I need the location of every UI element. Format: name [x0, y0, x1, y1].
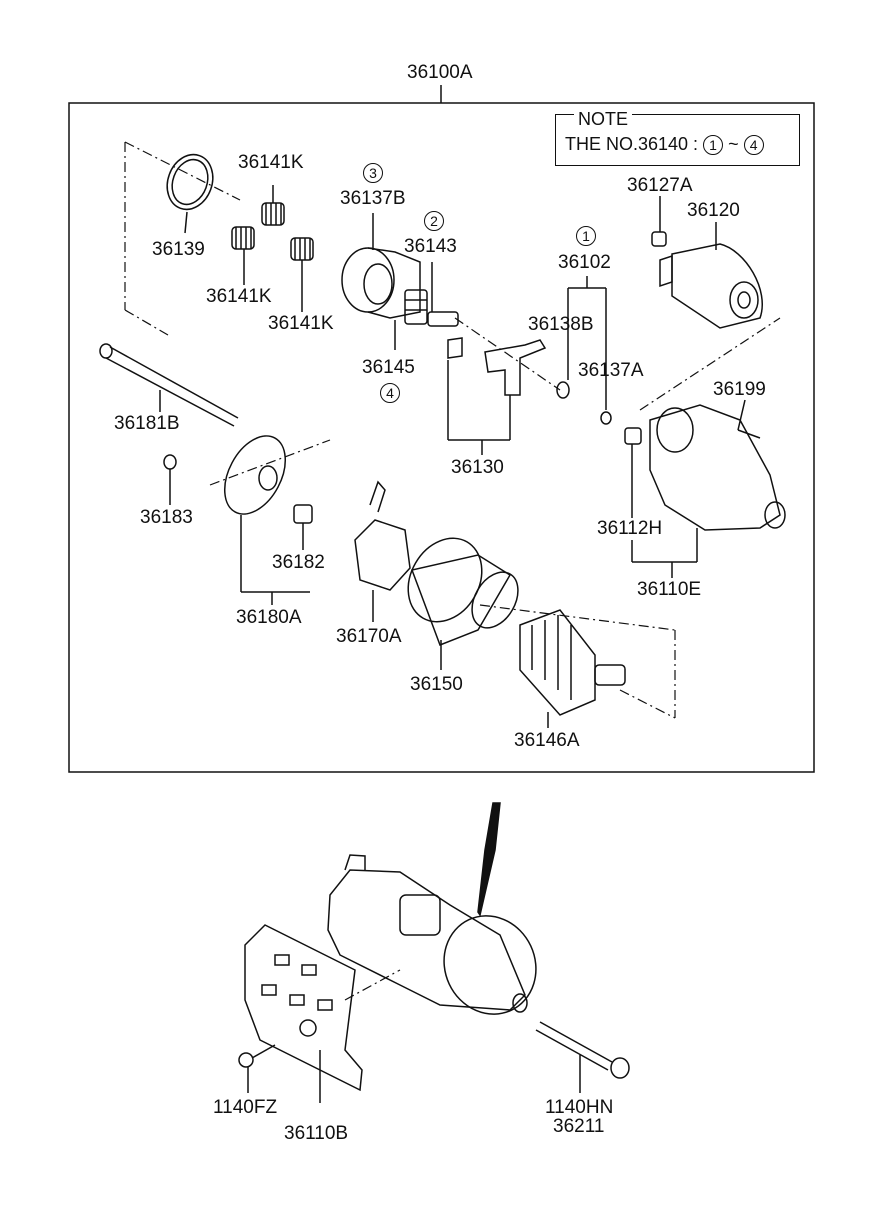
label-36180A: 36180A	[236, 607, 302, 628]
label-36199: 36199	[713, 379, 766, 400]
planet-gear-a	[261, 185, 285, 226]
planet-gear-b	[231, 226, 255, 285]
through-bolt-36181B	[99, 343, 239, 427]
label-36130: 36130	[451, 457, 504, 478]
label-36143: 36143	[404, 236, 457, 257]
drive-lever-36130	[447, 337, 547, 455]
label-36112H: 36112H	[597, 518, 663, 539]
note-prefix: THE NO.36140 :	[565, 134, 699, 154]
bolt-1140FZ	[238, 1044, 276, 1093]
note-title: NOTE	[574, 109, 633, 129]
label-36110B: 36110B	[284, 1123, 349, 1144]
label-36182: 36182	[272, 552, 325, 573]
gear-housing-36137B	[341, 213, 421, 319]
label-1140HN: 1140HN	[545, 1097, 614, 1118]
yoke-36150	[407, 537, 519, 670]
solenoid-36120	[651, 196, 763, 329]
ring-36137A	[600, 411, 612, 425]
note-range-start: 1	[703, 135, 724, 156]
bushing-36182	[293, 504, 313, 550]
bolt-1140HN	[535, 1021, 630, 1093]
label-36145: 36145	[362, 357, 415, 378]
snap-ring-36138B	[556, 381, 570, 399]
label-1140FZ: 1140FZ	[213, 1097, 278, 1118]
front-housing-36110E	[624, 399, 786, 578]
label-36211: 36211	[553, 1116, 605, 1137]
pointer-arrow	[477, 802, 501, 917]
note-text: THE NO.36140 : 1 ~ 4	[565, 134, 764, 156]
label-36150: 36150	[410, 674, 463, 695]
shaft-36143	[427, 262, 459, 327]
heat-shield-36110B	[244, 924, 363, 1103]
label-36100A: 36100A	[407, 62, 473, 83]
pinion-36145	[394, 289, 428, 350]
label-36141K-b: 36141K	[206, 286, 272, 307]
screw-36183	[163, 454, 177, 505]
seal-ring-36139	[166, 153, 214, 211]
note-range-sep: ~	[728, 134, 739, 154]
label-36141K-a: 36141K	[238, 152, 304, 173]
planet-gear-c	[290, 237, 314, 312]
note-box	[555, 114, 800, 166]
brush-holder-36170A	[354, 480, 411, 622]
label-36141K-c: 36141K	[268, 313, 334, 334]
label-36170A: 36170A	[336, 626, 402, 647]
callout-3: 3	[363, 163, 383, 183]
installed-starter	[327, 854, 537, 1015]
label-36120: 36120	[687, 200, 740, 221]
rear-bracket-36180A	[223, 435, 310, 605]
callout-2: 2	[424, 211, 444, 231]
label-36102: 36102	[558, 252, 611, 273]
label-36146A: 36146A	[514, 730, 580, 751]
label-36181B: 36181B	[114, 413, 180, 434]
label-36137A: 36137A	[578, 360, 644, 381]
label-36183: 36183	[140, 507, 193, 528]
callout-1: 1	[576, 226, 596, 246]
note-range-end: 4	[743, 135, 764, 156]
label-36137B: 36137B	[340, 188, 406, 209]
callout-4: 4	[380, 383, 400, 403]
label-36139: 36139	[152, 239, 205, 260]
label-36138B: 36138B	[528, 314, 594, 335]
label-36110E: 36110E	[637, 579, 702, 600]
label-36127A: 36127A	[627, 175, 693, 196]
armature-36146A	[519, 609, 626, 728]
